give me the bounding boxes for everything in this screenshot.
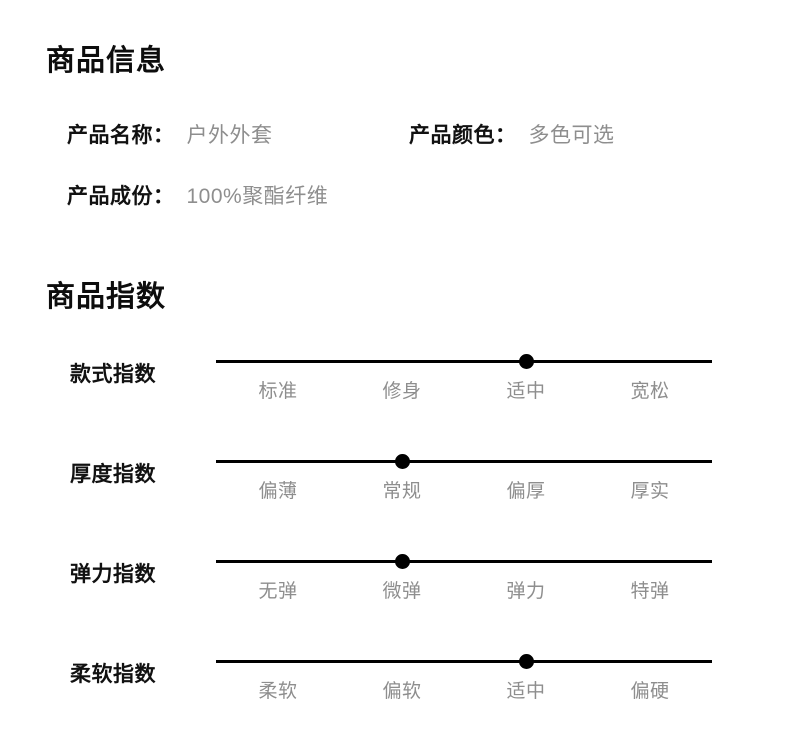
slider-tick-label: 弹力 (506, 581, 546, 602)
product-info-row: 产品成份： 100%聚酯纤维 (0, 180, 790, 214)
product-color-value: 多色可选 (528, 124, 615, 147)
slider-thumb[interactable] (518, 654, 534, 669)
index-row-label: 弹力指数 (70, 563, 156, 586)
index-row-style: 款式指数 标准 修身 适中 宽松 (0, 350, 790, 424)
slider-tick-label: 偏软 (382, 681, 422, 702)
index-slider-thickness[interactable]: 偏薄 常规 偏厚 厚实 (216, 450, 712, 512)
product-color-label: 产品颜色： (409, 124, 517, 147)
slider-tick-labels: 偏薄 常规 偏厚 厚实 (216, 476, 712, 506)
slider-track (216, 360, 712, 363)
index-row-thickness: 厚度指数 偏薄 常规 偏厚 厚实 (0, 450, 790, 524)
slider-tick-label: 偏薄 (258, 481, 298, 502)
slider-tick-label: 柔软 (258, 681, 298, 702)
product-composition-label: 产品成份： (67, 185, 175, 208)
slider-tick-label: 常规 (382, 481, 422, 502)
slider-thumb[interactable] (518, 354, 534, 369)
slider-tick-label: 厚实 (630, 481, 670, 502)
index-row-label: 柔软指数 (70, 663, 156, 686)
product-name-label: 产品名称： (67, 124, 175, 147)
index-row-label: 款式指数 (70, 363, 156, 386)
slider-tick-label: 适中 (506, 681, 546, 702)
product-composition-value: 100%聚酯纤维 (186, 185, 329, 208)
index-row-label: 厚度指数 (70, 463, 156, 486)
index-row-softness: 柔软指数 柔软 偏软 适中 偏硬 (0, 650, 790, 724)
slider-tick-label: 标准 (258, 381, 298, 402)
product-color-field: 产品颜色： 多色可选 (409, 119, 615, 149)
slider-tick-label: 无弹 (258, 581, 298, 602)
slider-thumb[interactable] (394, 554, 410, 569)
slider-tick-label: 偏硬 (630, 681, 670, 702)
product-info-row: 产品名称： 户外外套 产品颜色： 多色可选 (0, 119, 790, 153)
slider-thumb[interactable] (394, 454, 410, 469)
product-name-value: 户外外套 (186, 124, 273, 147)
product-info-heading: 商品信息 (46, 45, 167, 77)
slider-tick-label: 特弹 (630, 581, 670, 602)
index-slider-style[interactable]: 标准 修身 适中 宽松 (216, 350, 712, 412)
slider-tick-labels: 柔软 偏软 适中 偏硬 (216, 676, 712, 706)
index-slider-elasticity[interactable]: 无弹 微弹 弹力 特弹 (216, 550, 712, 612)
slider-track (216, 660, 712, 663)
slider-track (216, 460, 712, 463)
slider-tick-label: 修身 (382, 381, 422, 402)
slider-tick-labels: 标准 修身 适中 宽松 (216, 376, 712, 406)
index-slider-softness[interactable]: 柔软 偏软 适中 偏硬 (216, 650, 712, 712)
index-row-elasticity: 弹力指数 无弹 微弹 弹力 特弹 (0, 550, 790, 624)
slider-track (216, 560, 712, 563)
slider-tick-label: 适中 (506, 381, 546, 402)
product-composition-field: 产品成份： 100%聚酯纤维 (67, 180, 328, 210)
product-index-heading: 商品指数 (46, 281, 167, 313)
product-name-field: 产品名称： 户外外套 (67, 119, 273, 149)
slider-tick-label: 微弹 (382, 581, 422, 602)
slider-tick-labels: 无弹 微弹 弹力 特弹 (216, 576, 712, 606)
slider-tick-label: 宽松 (630, 381, 670, 402)
slider-tick-label: 偏厚 (506, 481, 546, 502)
